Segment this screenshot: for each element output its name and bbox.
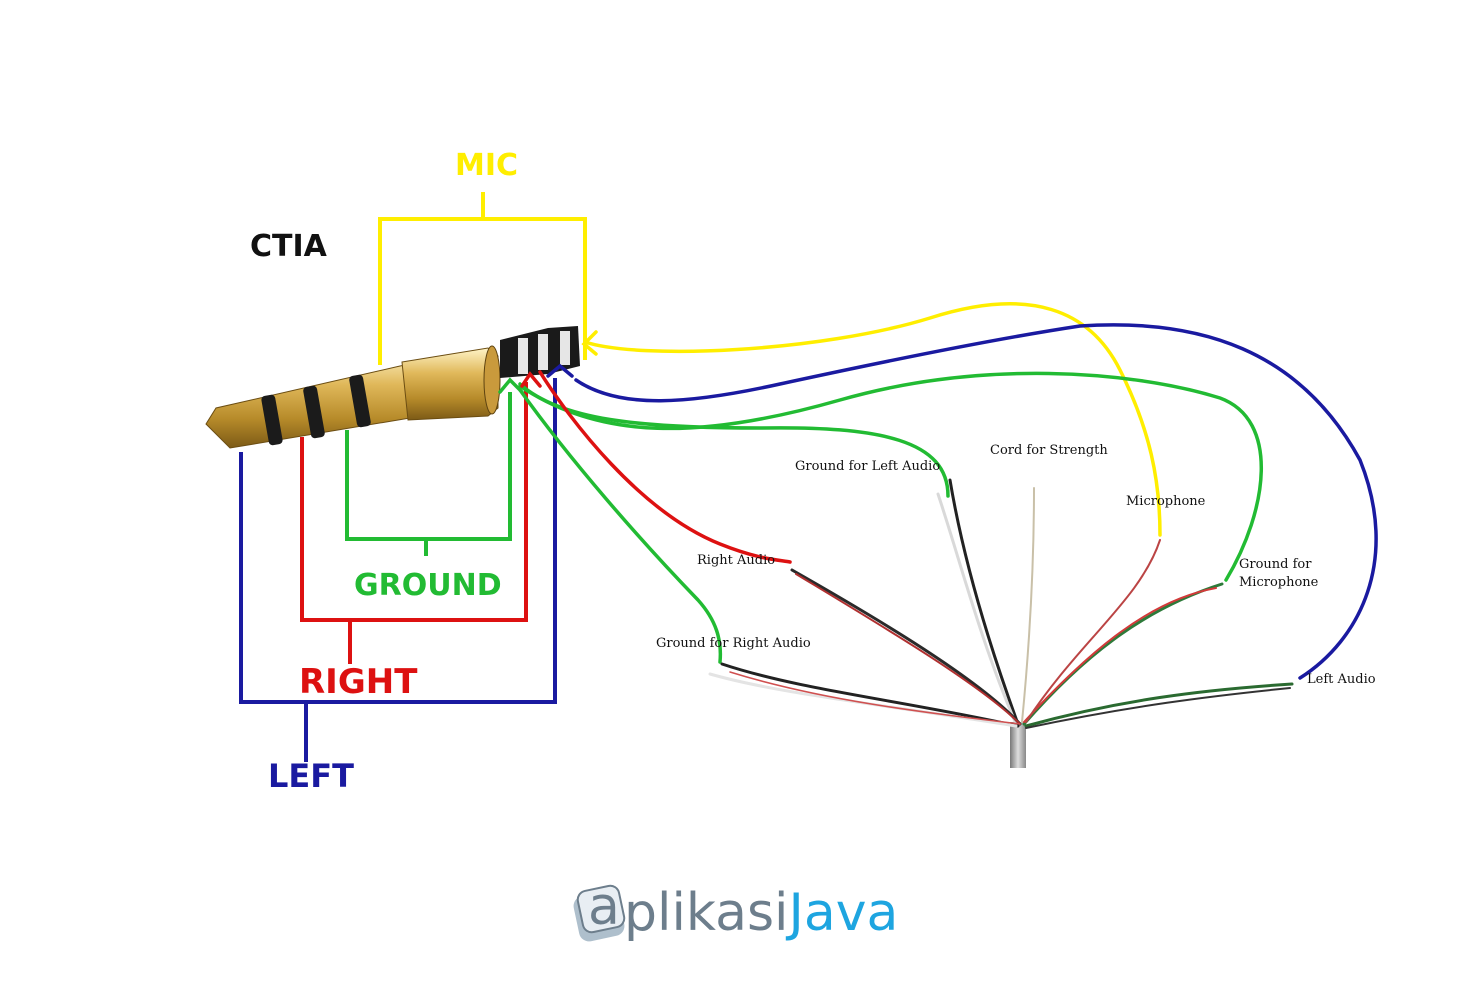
ground-microphone-label-line2: Microphone <box>1239 575 1319 590</box>
jack-bracket-lines <box>239 192 587 762</box>
ground-left-audio-label: Ground for Left Audio <box>795 459 940 474</box>
ground-left-wire <box>518 382 950 498</box>
mic-label: MIC <box>455 148 518 183</box>
ground-mic-wire <box>518 371 1263 582</box>
left-wire <box>574 323 1378 680</box>
wire-labels: Ground for Left Audio Cord for Strength … <box>656 443 1376 687</box>
cord-strength-label: Cord for Strength <box>990 443 1108 458</box>
right-bracket <box>300 382 528 622</box>
cable-sheath <box>1010 722 1026 768</box>
right-arrow <box>520 371 542 388</box>
ground-microphone-label-line1: Ground for <box>1239 557 1312 572</box>
headphone-cable <box>708 478 1294 768</box>
ground-arrow <box>498 377 524 394</box>
connection-wires <box>498 302 1378 680</box>
ground-label: GROUND <box>354 568 502 603</box>
logo-text-part1: plikasi <box>624 883 789 943</box>
right-audio-wire <box>538 370 792 564</box>
logo-text-part2: Java <box>786 883 899 943</box>
left-bracket <box>239 378 557 704</box>
jack-plug <box>205 326 580 449</box>
right-audio-label: Right Audio <box>697 553 775 568</box>
microphone-label: Microphone <box>1126 494 1206 509</box>
diagram-title: CTIA <box>250 229 328 264</box>
right-label: RIGHT <box>299 662 418 702</box>
ground-bracket <box>345 392 512 541</box>
ground-right-audio-label: Ground for Right Audio <box>656 636 811 651</box>
logo-text: plikasiJava <box>624 883 898 943</box>
aplikasijava-logo: a plikasiJava <box>573 877 898 943</box>
left-label: LEFT <box>268 757 354 795</box>
svg-text:a: a <box>588 877 620 937</box>
left-audio-label: Left Audio <box>1307 672 1376 687</box>
mic-wire <box>583 302 1162 537</box>
mic-arrow <box>581 330 598 356</box>
left-arrow <box>546 363 574 378</box>
logo-mark-icon: a <box>573 877 626 942</box>
ground-right-wire <box>518 388 723 664</box>
